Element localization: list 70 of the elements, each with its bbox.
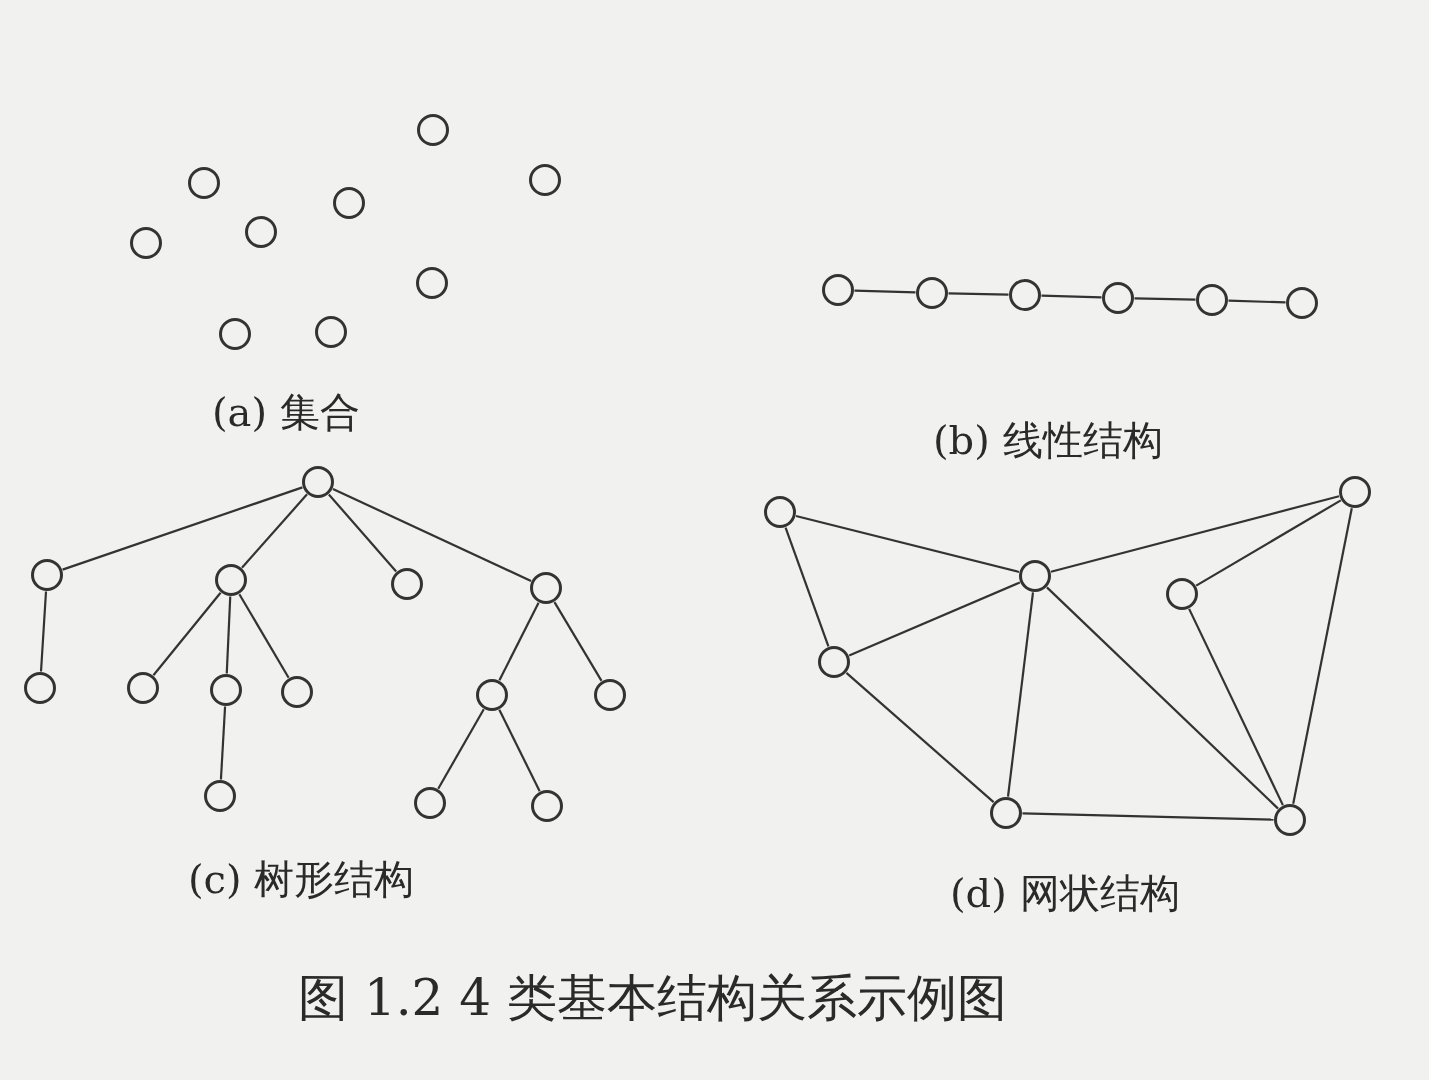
node-circle (301, 465, 334, 498)
connector-line (948, 292, 1009, 296)
panel-label: (d) 网状结构 (950, 869, 1180, 918)
node-circle (1195, 283, 1228, 316)
node-circle (30, 558, 63, 591)
connector-line (241, 493, 308, 569)
connector-line (1046, 586, 1279, 810)
figure-caption: 图 1.2 4 类基本结构关系示例图 (298, 968, 1007, 1029)
node-circle (1165, 577, 1198, 610)
connector-line (1195, 499, 1342, 587)
node-circle (1018, 559, 1051, 592)
connector-line (225, 596, 232, 674)
node-circle (244, 215, 277, 248)
node-circle (529, 571, 562, 604)
node-circle (413, 786, 446, 819)
node-circle (1273, 803, 1306, 836)
node-circle (821, 273, 854, 306)
node-circle (1338, 475, 1371, 508)
connector-line (1134, 297, 1196, 301)
node-circle (187, 166, 220, 199)
panel-label: (c) 树形结构 (188, 855, 415, 904)
connector-line (219, 706, 227, 780)
connector-line (1006, 592, 1035, 797)
node-circle (1285, 286, 1318, 319)
connector-line (1292, 507, 1353, 805)
node-circle (390, 567, 423, 600)
connector-line (854, 289, 916, 294)
connector-line (795, 514, 1020, 574)
connector-line (1041, 294, 1102, 299)
node-circle (209, 673, 242, 706)
node-circle (280, 675, 313, 708)
connector-line (498, 709, 541, 792)
node-circle (1008, 278, 1041, 311)
node-circle (214, 563, 247, 596)
node-circle (763, 495, 796, 528)
node-circle (218, 317, 251, 350)
node-circle (475, 678, 508, 711)
connector-line (1050, 495, 1340, 573)
node-circle (989, 796, 1022, 829)
connector-line (152, 592, 222, 676)
node-circle (332, 186, 365, 219)
node-circle (593, 678, 626, 711)
connector-line (1188, 608, 1284, 806)
connector-line (848, 581, 1021, 657)
connector-line (328, 493, 397, 573)
panel-label: (b) 线性结构 (933, 416, 1163, 465)
node-circle (314, 315, 347, 348)
connector-line (332, 487, 532, 583)
connector-line (784, 527, 830, 647)
connector-line (1228, 299, 1286, 304)
node-circle (530, 789, 563, 822)
node-circle (1101, 281, 1134, 314)
node-circle (915, 276, 948, 309)
connector-line (845, 672, 995, 803)
node-circle (129, 226, 162, 259)
connector-line (39, 591, 48, 672)
connector-line (1022, 812, 1274, 821)
node-circle (126, 671, 159, 704)
node-circle (415, 266, 448, 299)
connector-line (498, 602, 540, 681)
connector-line (238, 593, 290, 679)
connector-line (62, 486, 303, 571)
connector-line (553, 601, 603, 682)
connector-line (437, 708, 485, 790)
panel-label: (a) 集合 (212, 388, 360, 437)
node-circle (528, 163, 561, 196)
node-circle (23, 671, 56, 704)
node-circle (416, 113, 449, 146)
node-circle (203, 779, 236, 812)
node-circle (817, 645, 850, 678)
